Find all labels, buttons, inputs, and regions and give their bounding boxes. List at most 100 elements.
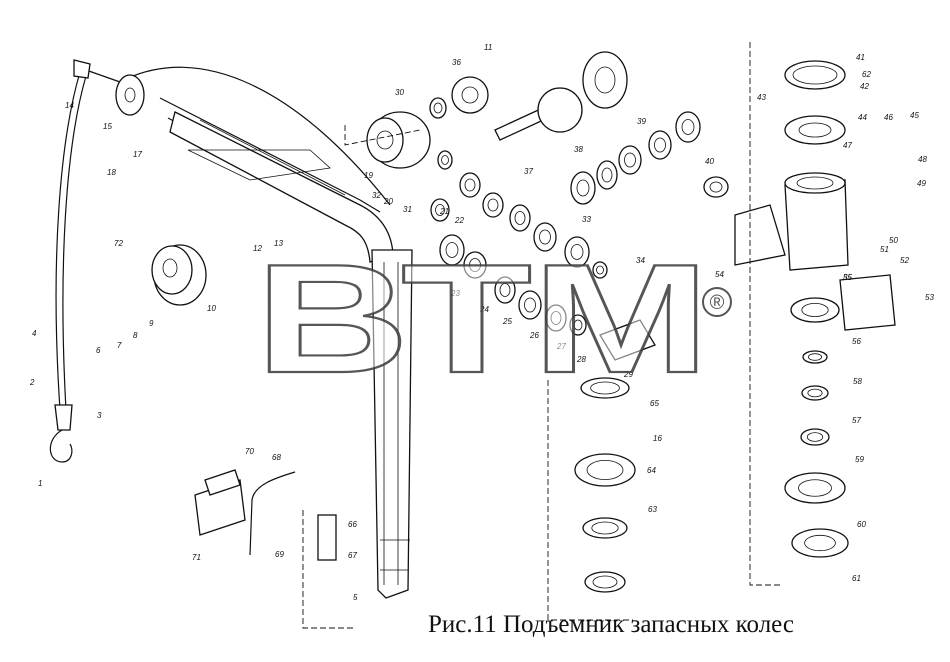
callout-label: 64: [647, 466, 656, 475]
callout-label: 47: [843, 141, 852, 150]
washer-hole: [576, 179, 590, 197]
callout-label: 40: [705, 157, 714, 166]
upper-pulley: [115, 74, 145, 116]
washer-hole: [681, 119, 695, 135]
callout-label: 17: [133, 150, 142, 159]
washer: [675, 111, 701, 143]
seal-ring-bore: [590, 381, 620, 395]
callout-label: 48: [918, 155, 927, 164]
washer: [592, 261, 608, 279]
winch-drum: [366, 111, 431, 169]
callout-label: 72: [114, 239, 123, 248]
dash-line: [344, 125, 421, 146]
callout-label: 2: [29, 378, 35, 387]
washer: [494, 276, 516, 304]
callout-label: 35: [843, 273, 852, 282]
callout-label: 1: [38, 479, 42, 488]
callout-label: 14: [65, 101, 74, 110]
washer-hole: [499, 283, 511, 297]
washer-hole: [441, 155, 449, 165]
washer: [463, 251, 487, 279]
callout-label: 8: [133, 331, 138, 340]
handle-68: [249, 471, 296, 556]
washer-hole: [433, 102, 443, 114]
callout-label: 43: [757, 93, 766, 102]
washer-hole: [514, 211, 526, 225]
ring: [802, 350, 828, 364]
ring-bore: [808, 353, 823, 361]
washer: [570, 171, 596, 205]
callout-label: 57: [852, 416, 861, 425]
callout-label: 33: [582, 215, 591, 224]
washer: [437, 150, 453, 170]
washer: [482, 192, 504, 218]
callout-label: 60: [857, 520, 866, 529]
callout-label: 37: [524, 167, 533, 176]
callout-label: 41: [856, 53, 865, 62]
dash-line: [302, 510, 356, 629]
washer-hole: [435, 204, 445, 216]
callout-label: 63: [648, 505, 657, 514]
dash-line: [547, 380, 633, 621]
vertical-part-stack: [784, 297, 849, 558]
worm-29: [599, 319, 656, 361]
watermark-letters: ВТМ: [255, 232, 710, 405]
cable-hook-assembly: [49, 59, 121, 463]
washer-hole: [469, 258, 481, 272]
slewing-housing: [784, 172, 849, 271]
callout-label: 11: [484, 43, 492, 52]
callout-label: 9: [149, 319, 154, 328]
callout-label: 6: [96, 346, 101, 355]
washer: [648, 130, 672, 160]
bracket-45: [734, 204, 786, 266]
callout-label: 30: [395, 88, 404, 97]
washer-hole: [709, 181, 723, 193]
callout-label: 24: [479, 305, 489, 314]
callout-label: 46: [884, 113, 893, 122]
gear-39: [582, 51, 628, 109]
callout-label: 53: [925, 293, 934, 302]
seal-ring: [580, 377, 630, 399]
callout-label: 66: [348, 520, 357, 529]
washer-hole: [445, 242, 459, 258]
callout-label: 34: [636, 256, 645, 265]
callout-label: 29: [623, 370, 633, 379]
seal-ring: [584, 571, 626, 593]
ring-bore: [801, 302, 829, 317]
washer: [439, 234, 465, 266]
callout-label: 69: [275, 550, 284, 559]
washer: [430, 198, 450, 222]
callout-label: 21: [439, 207, 449, 216]
callout-label: 31: [403, 205, 412, 214]
dash-line: [749, 42, 780, 586]
washer-hole: [464, 178, 476, 192]
seal-ring: [574, 453, 636, 487]
pin-66: [317, 514, 337, 561]
washer-hole: [570, 244, 584, 260]
callout-label: 61: [852, 574, 861, 583]
callout-label: 52: [900, 256, 909, 265]
bearing-44: [784, 115, 846, 145]
callout-label: 49: [917, 179, 926, 188]
ring: [784, 472, 846, 504]
seal-ring-bore: [591, 521, 619, 535]
ring: [791, 528, 849, 558]
callout-label: 13: [274, 239, 283, 248]
washer-hole: [550, 311, 562, 325]
washer-hole: [487, 198, 499, 212]
callout-label: 7: [117, 341, 122, 350]
callout-label: 15: [103, 122, 112, 131]
washer-hole: [524, 297, 536, 313]
callout-label: 3: [97, 411, 102, 420]
callout-label: 56: [852, 337, 861, 346]
callout-label: 32: [372, 191, 381, 200]
washer-hole: [539, 229, 551, 245]
seal-ring-bore: [592, 575, 618, 589]
callout-label: 55: [843, 273, 852, 282]
watermark-registered-mark: ®: [710, 292, 725, 314]
ring-38: [537, 87, 583, 133]
washer: [518, 290, 542, 320]
callout-label: 42: [860, 82, 869, 91]
washer-hole: [654, 137, 666, 153]
